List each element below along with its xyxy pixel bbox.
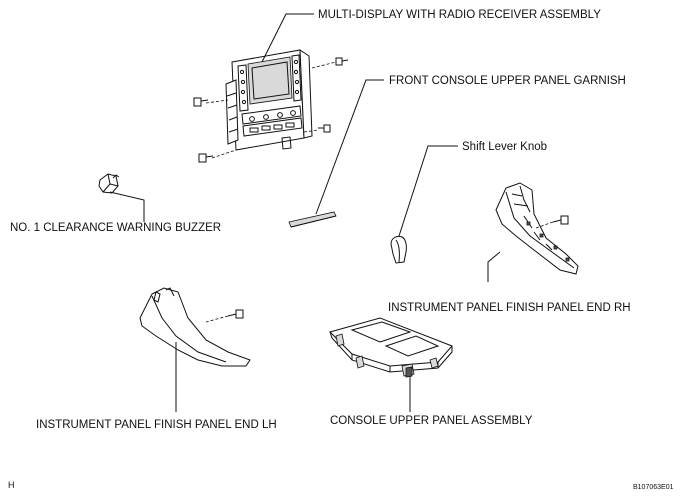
figure-id: B107063E01	[633, 484, 674, 491]
screw-lh	[205, 309, 244, 323]
label-front-console-garnish: FRONT CONSOLE UPPER PANEL GARNISH	[389, 75, 626, 87]
screw-top-right	[311, 57, 349, 69]
label-finish-panel-lh: INSTRUMENT PANEL FINISH PANEL END LH	[36, 419, 277, 431]
label-finish-panel-rh: INSTRUMENT PANEL FINISH PANEL END RH	[388, 302, 631, 314]
clearance-warning-buzzer	[98, 173, 120, 194]
shift-lever-knob	[390, 235, 407, 264]
console-upper-panel	[329, 317, 453, 378]
label-multi-display: MULTI-DISPLAY WITH RADIO RECEIVER ASSEMB…	[318, 9, 601, 21]
screw-left	[193, 97, 229, 107]
leader-clearance-buzzer	[109, 191, 145, 222]
leader-shift-lever-knob	[398, 145, 458, 237]
corner-mark: H	[8, 480, 15, 490]
screw-lower-right	[303, 124, 331, 133]
label-clearance-buzzer: NO. 1 CLEARANCE WARNING BUZZER	[10, 222, 221, 234]
leader-front-console-garnish	[315, 79, 384, 215]
label-console-upper-panel: CONSOLE UPPER PANEL ASSEMBLY	[330, 415, 533, 427]
multi-display-assembly	[193, 49, 349, 163]
front-console-garnish	[288, 211, 337, 228]
screw-lower-left	[198, 149, 237, 163]
finish-panel-end-rh	[495, 182, 579, 275]
leader-multi-display	[261, 13, 314, 63]
label-shift-lever-knob: Shift Lever Knob	[462, 141, 547, 153]
leader-lines	[109, 13, 501, 412]
finish-panel-end-lh	[139, 287, 251, 367]
screw-rh	[535, 215, 569, 229]
leader-finish-panel-rh	[487, 251, 501, 282]
